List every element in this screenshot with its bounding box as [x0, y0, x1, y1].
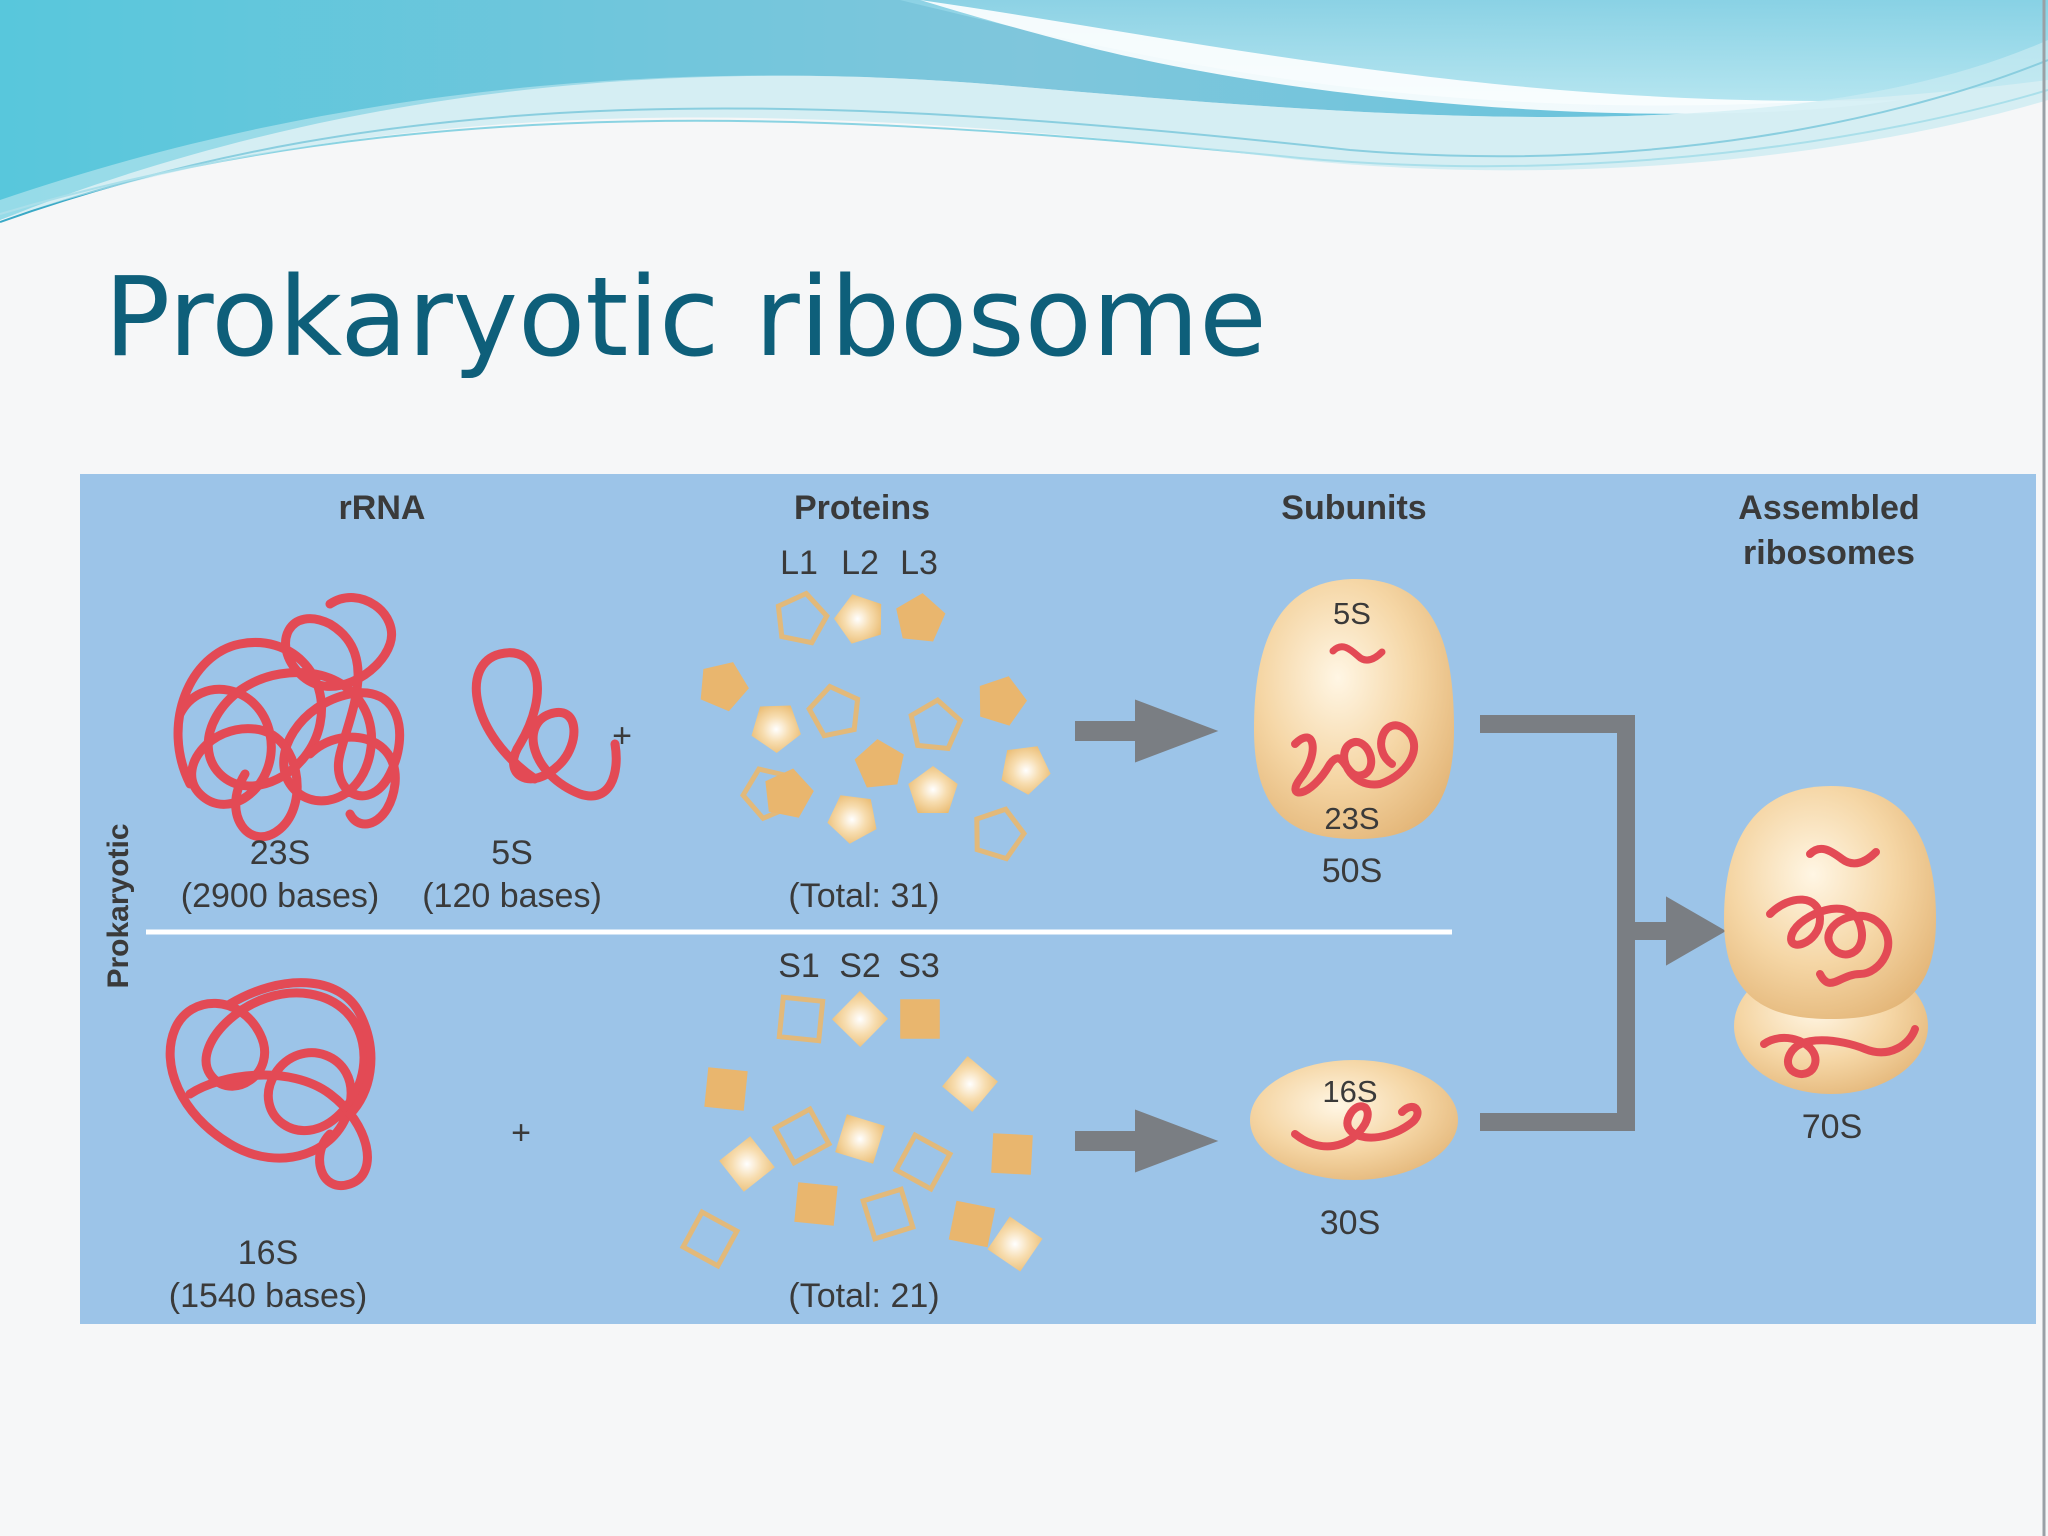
- large-subunit-proteins: [700, 590, 1051, 862]
- protein-square-7: [835, 1114, 885, 1164]
- protein-label-s2: S2: [839, 947, 881, 985]
- protein-square-14: [679, 1208, 741, 1270]
- header-subunits: Subunits: [1281, 489, 1426, 527]
- diagram-panel: [80, 474, 2036, 1324]
- rrna-5s-name: 5S: [491, 834, 533, 872]
- protein-square-11: [794, 1182, 838, 1226]
- subunit-50s-5s-label: 5S: [1333, 596, 1371, 631]
- plus-sign-large: +: [612, 717, 632, 755]
- protein-pentagon-12: [765, 768, 814, 818]
- subunit-50s-23s-rrna: [1291, 721, 1419, 797]
- ribosome-70s-23s-rrna: [1766, 895, 1893, 987]
- rrna-5s-size: (120 bases): [422, 877, 602, 915]
- subunit-50s-23s-label: 23S: [1324, 801, 1379, 836]
- protein-total-large: (Total: 31): [788, 877, 939, 915]
- protein-label-l1: L1: [780, 544, 818, 582]
- protein-square-5: [771, 1105, 833, 1167]
- protein-square-1: [776, 994, 826, 1044]
- ribosome-70s-5s-rrna: [1806, 844, 1880, 868]
- subunit-50s-5s-rrna: [1329, 643, 1386, 664]
- top-wave-white-streak: [920, 0, 1900, 114]
- arrow-to-30s: [1075, 1109, 1219, 1173]
- top-wave-fill-lower: [0, 40, 2048, 220]
- protein-pentagon-10: [1001, 746, 1051, 795]
- protein-square-3: [900, 999, 940, 1039]
- protein-pentagon-15: [974, 806, 1028, 862]
- rrna-16s-tangle: [165, 978, 376, 1191]
- small-subunit-proteins: [679, 991, 1043, 1272]
- protein-square-2: [832, 991, 888, 1047]
- ribosome-70s-name: 70S: [1802, 1108, 1863, 1146]
- subunit-30s-body: [1250, 1060, 1458, 1180]
- plus-sign-small: +: [511, 1114, 531, 1152]
- ribosome-assembly-diagram: rRNA Proteins Subunits Assembled ribosom…: [80, 474, 2036, 1324]
- rrna-16s-size: (1540 bases): [169, 1277, 367, 1315]
- protein-pentagon-14: [827, 795, 877, 844]
- side-label-prokaryotic: Prokaryotic: [102, 823, 135, 988]
- protein-pentagon-3: [896, 593, 946, 642]
- protein-label-l2: L2: [841, 544, 879, 582]
- protein-square-9: [991, 1133, 1033, 1175]
- protein-square-10: [719, 1136, 775, 1192]
- header-proteins: Proteins: [794, 489, 930, 527]
- rrna-23s-name: 23S: [250, 834, 311, 872]
- protein-pentagon-2: [834, 594, 882, 644]
- rrna-5s-loop: [472, 648, 621, 801]
- rrna-16s-name: 16S: [238, 1234, 299, 1272]
- protein-square-4: [704, 1067, 748, 1111]
- header-assembled-line1: Assembled: [1738, 489, 1919, 527]
- protein-square-13: [948, 1200, 996, 1248]
- top-wave-light: [900, 0, 2048, 106]
- protein-pentagon-8: [908, 697, 964, 752]
- arrow-to-50s: [1075, 699, 1219, 763]
- protein-square-12: [860, 1186, 916, 1242]
- protein-pentagon-9: [854, 739, 904, 788]
- protein-pentagon-4: [700, 662, 749, 712]
- ribosome-70s-16s-rrna: [1760, 1025, 1919, 1078]
- subunit-50s-name: 50S: [1322, 852, 1383, 890]
- protein-pentagon-7: [751, 705, 801, 753]
- protein-total-small: (Total: 21): [788, 1277, 939, 1315]
- protein-label-l3: L3: [900, 544, 938, 582]
- header-assembled-line2: ribosomes: [1743, 534, 1915, 572]
- protein-square-15: [987, 1216, 1043, 1272]
- protein-label-s1: S1: [778, 947, 820, 985]
- protein-label-s3: S3: [898, 947, 940, 985]
- rrna-23s-tangle: [173, 593, 405, 842]
- protein-pentagon-5: [806, 683, 861, 739]
- arrow-to-70s: [1626, 896, 1727, 966]
- protein-pentagon-6: [979, 676, 1027, 726]
- subunit-30s-16s-label: 16S: [1322, 1074, 1377, 1109]
- protein-square-8: [892, 1131, 954, 1193]
- slide-title: Prokaryotic ribosome: [104, 253, 1267, 381]
- subunit-30s-name: 30S: [1320, 1204, 1381, 1242]
- rrna-23s-size: (2900 bases): [181, 877, 379, 915]
- header-rrna: rRNA: [339, 489, 426, 527]
- protein-square-6: [942, 1056, 998, 1112]
- protein-pentagon-1: [775, 590, 830, 646]
- protein-pentagon-13: [908, 766, 958, 813]
- subunit-30s-16s-rrna: [1291, 1102, 1422, 1151]
